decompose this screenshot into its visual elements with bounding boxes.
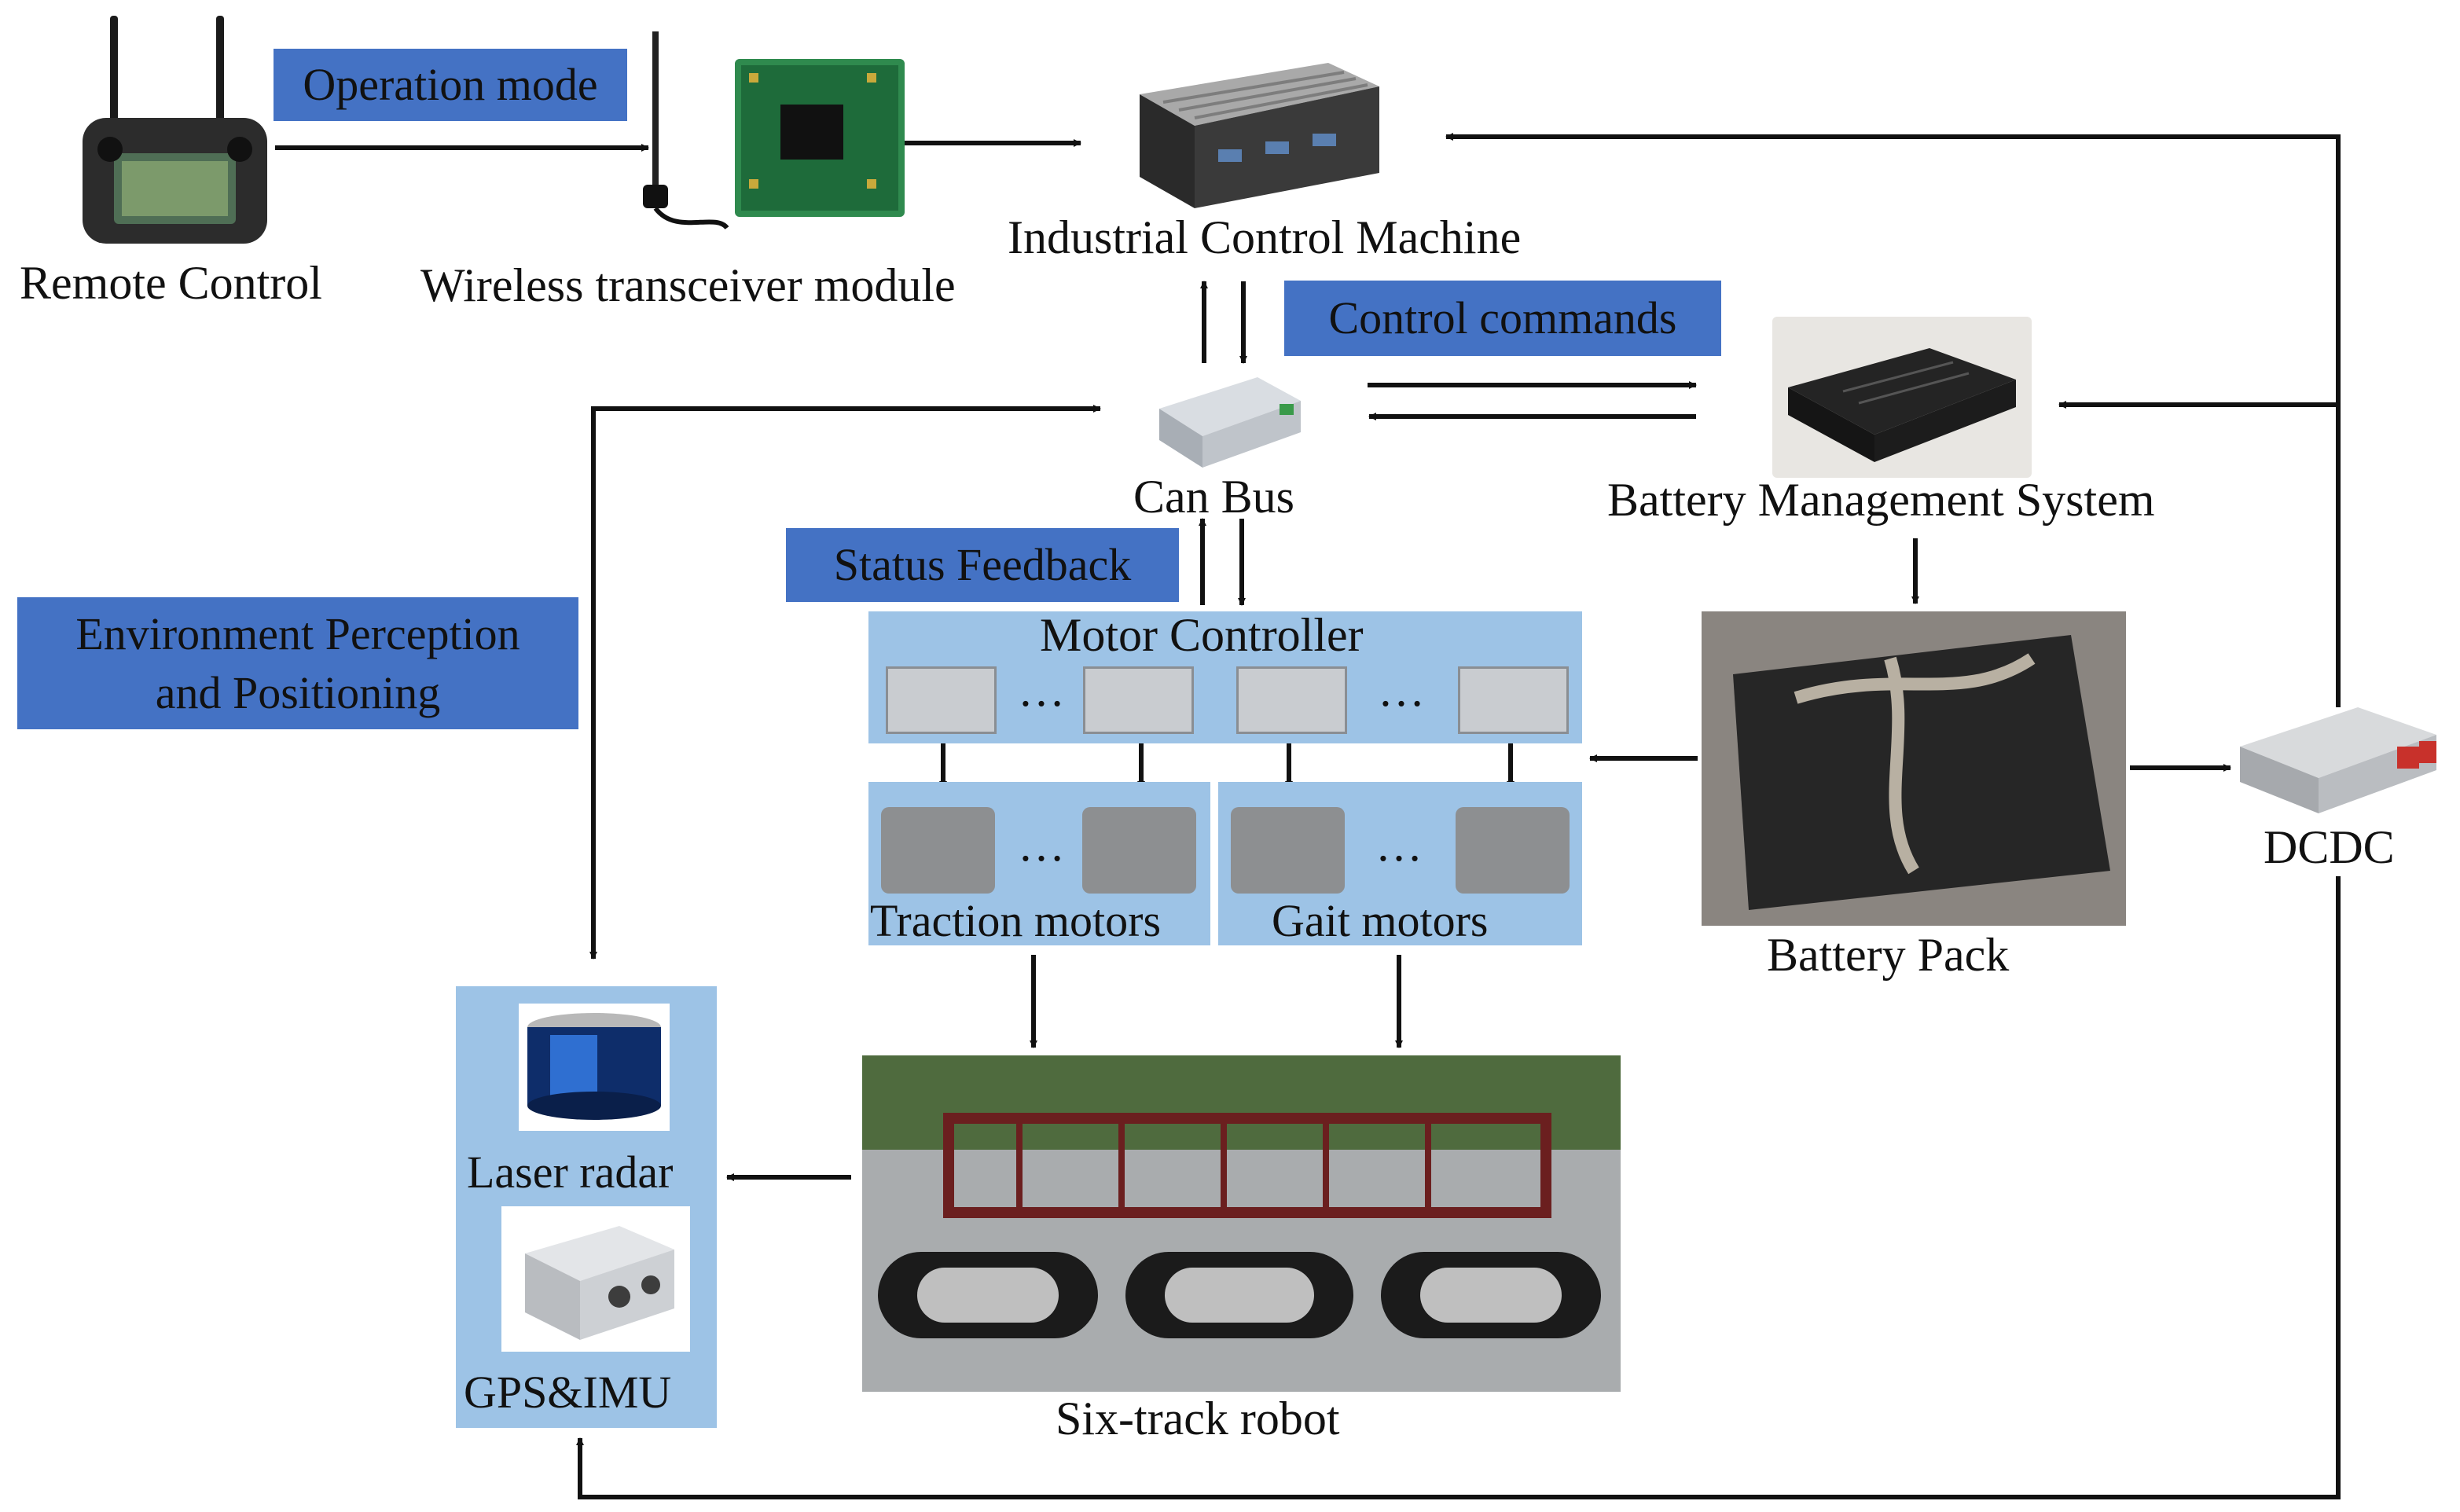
robot-image [862,1055,1621,1392]
controller-ellipsis: … [1378,664,1425,716]
gait-ellipsis: … [1375,819,1423,871]
remote-control-image [79,16,271,251]
motor-controller-panel: Motor Controller … … [868,611,1582,743]
dcdc-image [2232,703,2444,817]
gps-imu-label: GPS&IMU [464,1367,672,1418]
controller-unit [1236,666,1347,734]
sensors-panel: Laser radar GPS&IMU [456,986,717,1428]
bms-image [1772,317,2032,478]
operation-mode-tag: Operation mode [274,49,627,121]
industrial-control-label: Industrial Control Machine [1008,211,1522,263]
robot-label: Six-track robot [1056,1393,1340,1444]
controller-unit [1083,666,1194,734]
gps-imu-image [501,1206,690,1352]
traction-ellipsis: … [1018,819,1065,871]
control-commands-tag: Control commands [1284,281,1721,356]
traction-motor [1082,807,1196,894]
traction-motors-panel: … Traction motors [868,782,1210,945]
arrow-dcdc-to-gps [576,876,2341,1499]
industrial-control-image [1132,47,1383,212]
traction-motor [881,807,995,894]
bms-label: Battery Management System [1607,474,2155,526]
battery-pack-image [1702,611,2126,926]
arrow-laser-to-can [591,405,1101,959]
operation-mode-text: Operation mode [303,59,598,111]
status-feedback-tag: Status Feedback [786,528,1179,602]
gait-motors-label: Gait motors [1272,895,1489,946]
gait-motor [1231,807,1345,894]
control-commands-text: Control commands [1328,292,1677,344]
dcdc-label: DCDC [2264,821,2395,873]
environment-perception-tag: Environment Perception and Positioning [17,597,578,729]
environment-perception-line2: and Positioning [155,667,441,718]
controller-unit [886,666,997,734]
laser-radar-image [519,1004,670,1131]
environment-perception-line1: Environment Perception [75,607,520,659]
motor-controller-label: Motor Controller [1040,609,1364,661]
wireless-antenna-image [629,31,731,244]
wireless-module-label: Wireless transceiver module [420,259,956,311]
can-bus-image [1155,369,1305,472]
remote-control-label: Remote Control [20,257,322,309]
gait-motor [1456,807,1570,894]
arrow-dcdc-to-ipc [1445,133,2341,707]
can-bus-label: Can Bus [1133,471,1295,523]
wireless-module-image [735,59,905,217]
controller-ellipsis: … [1018,664,1065,716]
gait-motors-panel: … Gait motors [1218,782,1582,945]
battery-pack-label: Battery Pack [1767,929,2010,981]
traction-motors-label: Traction motors [870,895,1162,946]
status-feedback-text: Status Feedback [833,539,1132,591]
laser-radar-label: Laser radar [467,1147,674,1198]
controller-unit [1458,666,1569,734]
